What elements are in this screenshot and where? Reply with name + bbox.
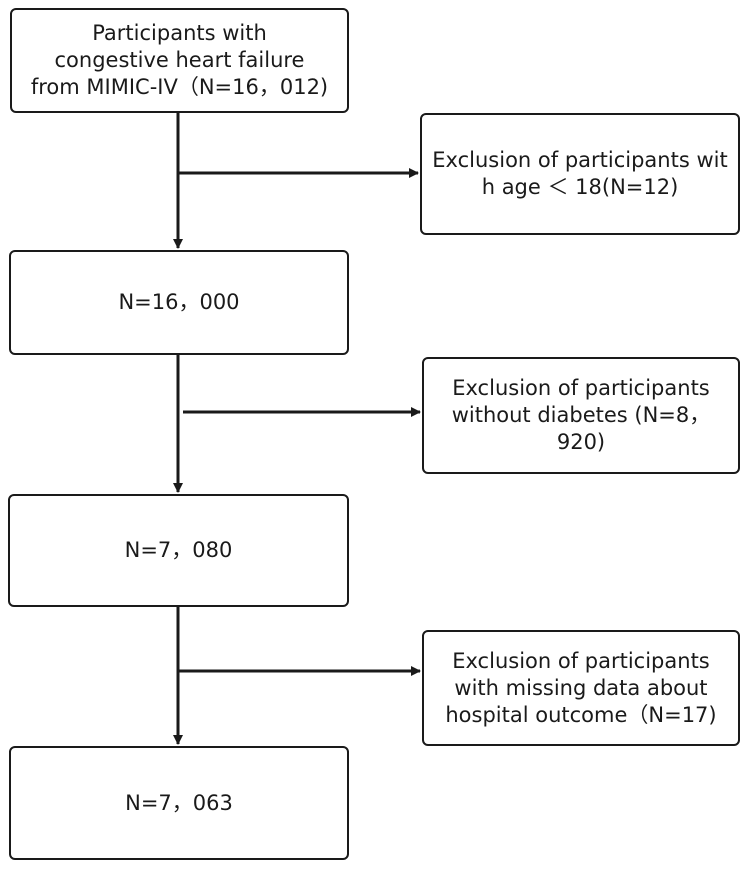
exclusion-age-box: Exclusion of participants wit h age ＜ 18… xyxy=(420,113,740,235)
start-box: Participants with congestive heart failu… xyxy=(10,8,349,113)
final-count-box: N=7，063 xyxy=(9,746,349,860)
step1-count-box: N=16，000 xyxy=(9,250,349,355)
step2-count-box: N=7，080 xyxy=(8,494,349,607)
exclusion-diabetes-box: Exclusion of participants without diabet… xyxy=(422,357,740,474)
exclusion-missing-data-box: Exclusion of participants with missing d… xyxy=(422,630,740,746)
